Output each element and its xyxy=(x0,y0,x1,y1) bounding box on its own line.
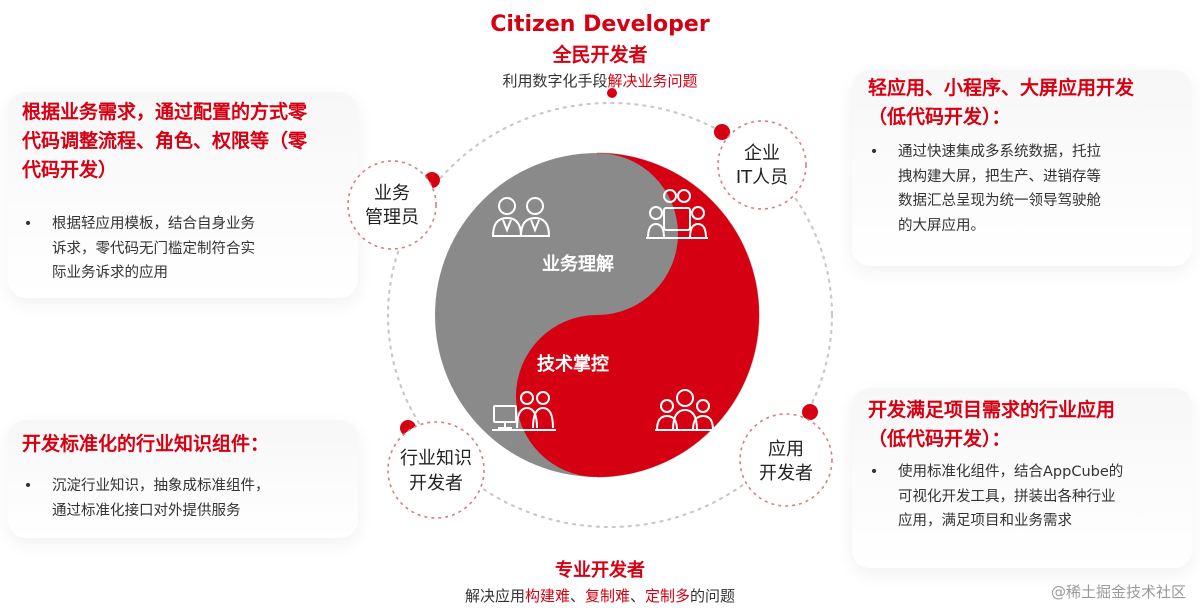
developer-group-icon xyxy=(655,389,715,431)
left-bottom-panel xyxy=(8,420,358,538)
bullet-line: 应用，满足项目和业务需求 xyxy=(898,513,1072,529)
bullet-dot: • xyxy=(869,144,879,160)
right-bottom-title: 开发满足项目需求的行业应用 （低代码开发）： xyxy=(868,396,1188,454)
role-circle-industry-dev xyxy=(387,421,485,519)
role-business-admin-line2: 管理员 xyxy=(365,207,419,228)
yin-yang-red-half xyxy=(516,153,759,477)
team-meeting-icon xyxy=(646,189,708,239)
right-top-title: 轻应用、小程序、大屏应用开发 （低代码开发）： xyxy=(868,74,1188,132)
left-top-title-line: 根据业务需求，通过配置的方式零 xyxy=(22,101,308,123)
bottom-sub-part: 的问题 xyxy=(690,587,736,605)
role-business-admin-line1: 业务 xyxy=(374,183,410,204)
role-circle-app-dev xyxy=(739,413,833,507)
watermark: @稀土掘金技术社区 xyxy=(1050,583,1186,601)
bullet-line: 数据汇总呈现为统一领导驾驶舱 xyxy=(898,193,1101,209)
subtitle-plain: 利用数字化手段 xyxy=(502,72,608,90)
bottom-sub-part: 、 xyxy=(630,587,646,605)
dotted-orbit xyxy=(386,101,834,529)
right-top-title-line: 轻应用、小程序、大屏应用开发 xyxy=(868,77,1135,99)
bottom-sub-part: 构建难 xyxy=(524,587,570,605)
bullet-line: 沉淀行业知识，抽象成标准组件， xyxy=(52,478,270,494)
bullet-dot: • xyxy=(23,478,33,494)
citizen-developer-title: Citizen Developer xyxy=(490,12,710,37)
business-people-icon xyxy=(491,197,551,237)
bottom-sub-part: 复制难 xyxy=(584,587,630,605)
role-industry-dev-line1: 行业知识 xyxy=(400,448,472,469)
left-top-panel xyxy=(8,92,358,298)
bullet-line: 通过标准化接口对外提供服务 xyxy=(52,502,241,519)
bullet-line: 可视化开发工具，拼装出各种行业 xyxy=(898,488,1116,505)
role-enterprise-it-line1: 企业 xyxy=(744,143,780,164)
citizen-developer-subtitle: 利用数字化手段解决业务问题 xyxy=(0,70,1200,91)
role-circle-enterprise-it xyxy=(717,120,807,210)
bullet-line: 根据轻应用模板，结合自身业务 xyxy=(52,216,255,232)
bottom-sub-part: 定制多 xyxy=(645,587,691,605)
left-bottom-title: 开发标准化的行业知识组件： xyxy=(22,433,270,455)
business-understanding-label: 业务理解 xyxy=(542,253,614,275)
professional-developer-subtitle: 解决应用构建难、复制难、定制多的问题 xyxy=(0,585,1200,606)
bullet-line: 拽构建大屏，把生产、进销存等 xyxy=(898,168,1101,185)
subtitle-red: 解决业务问题 xyxy=(607,72,698,90)
yin-yang xyxy=(435,152,760,478)
orbit-dot xyxy=(802,404,818,420)
right-top-title-line: （低代码开发）： xyxy=(868,106,1011,128)
right-top-panel xyxy=(852,70,1192,266)
left-top-title-line: 代码开发） xyxy=(22,159,118,181)
bullet-dot: • xyxy=(23,216,33,232)
role-circle-business-admin xyxy=(347,160,437,250)
orbit-dot xyxy=(714,124,730,140)
bullet-dot: • xyxy=(869,464,879,480)
developer-computer-icon xyxy=(492,391,556,431)
role-app-dev-line2: 开发者 xyxy=(759,463,813,484)
left-top-title: 根据业务需求，通过配置的方式零 代码调整流程、角色、权限等（零 代码开发） xyxy=(22,98,352,185)
bullet-line: 诉求，零代码无门槛定制符合实 xyxy=(52,240,255,257)
tech-control-label: 技术掌控 xyxy=(537,353,609,375)
left-bottom-bullet: • 沉淀行业知识，抽象成标准组件， 通过标准化接口对外提供服务 xyxy=(22,474,352,523)
role-enterprise-it-line2: IT人员 xyxy=(736,167,788,188)
bullet-line: 际业务诉求的应用 xyxy=(52,265,168,281)
left-top-title-line: 代码调整流程、角色、权限等（零 xyxy=(22,130,308,152)
role-industry-dev-line2: 开发者 xyxy=(409,473,463,494)
right-bottom-bullet: • 使用标准化组件，结合AppCube的 可视化开发工具，拼装出各种行业 应用，… xyxy=(868,460,1194,534)
citizen-developer-cn-title: 全民开发者 xyxy=(552,44,648,66)
right-bottom-panel xyxy=(852,388,1192,568)
bullet-line: 的大屏应用。 xyxy=(898,217,985,234)
orbit-dot xyxy=(607,88,617,98)
left-top-bullet: • 根据轻应用模板，结合自身业务 诉求，零代码无门槛定制符合实 际业务诉求的应用 xyxy=(22,212,342,286)
right-top-bullet: • 通过快速集成多系统数据，托拉 拽构建大屏，把生产、进销存等 数据汇总呈现为统… xyxy=(868,140,1188,238)
role-app-dev-line1: 应用 xyxy=(768,439,804,460)
bullet-line: 通过快速集成多系统数据，托拉 xyxy=(898,144,1101,160)
right-bottom-title-line: 开发满足项目需求的行业应用 xyxy=(868,399,1116,421)
bullet-line: 使用标准化组件，结合AppCube的 xyxy=(898,464,1124,480)
right-bottom-title-line: （低代码开发）： xyxy=(868,428,1011,450)
bottom-sub-part: 、 xyxy=(569,587,585,605)
professional-developer-title: 专业开发者 xyxy=(555,560,645,581)
bottom-sub-part: 解决应用 xyxy=(464,587,525,605)
